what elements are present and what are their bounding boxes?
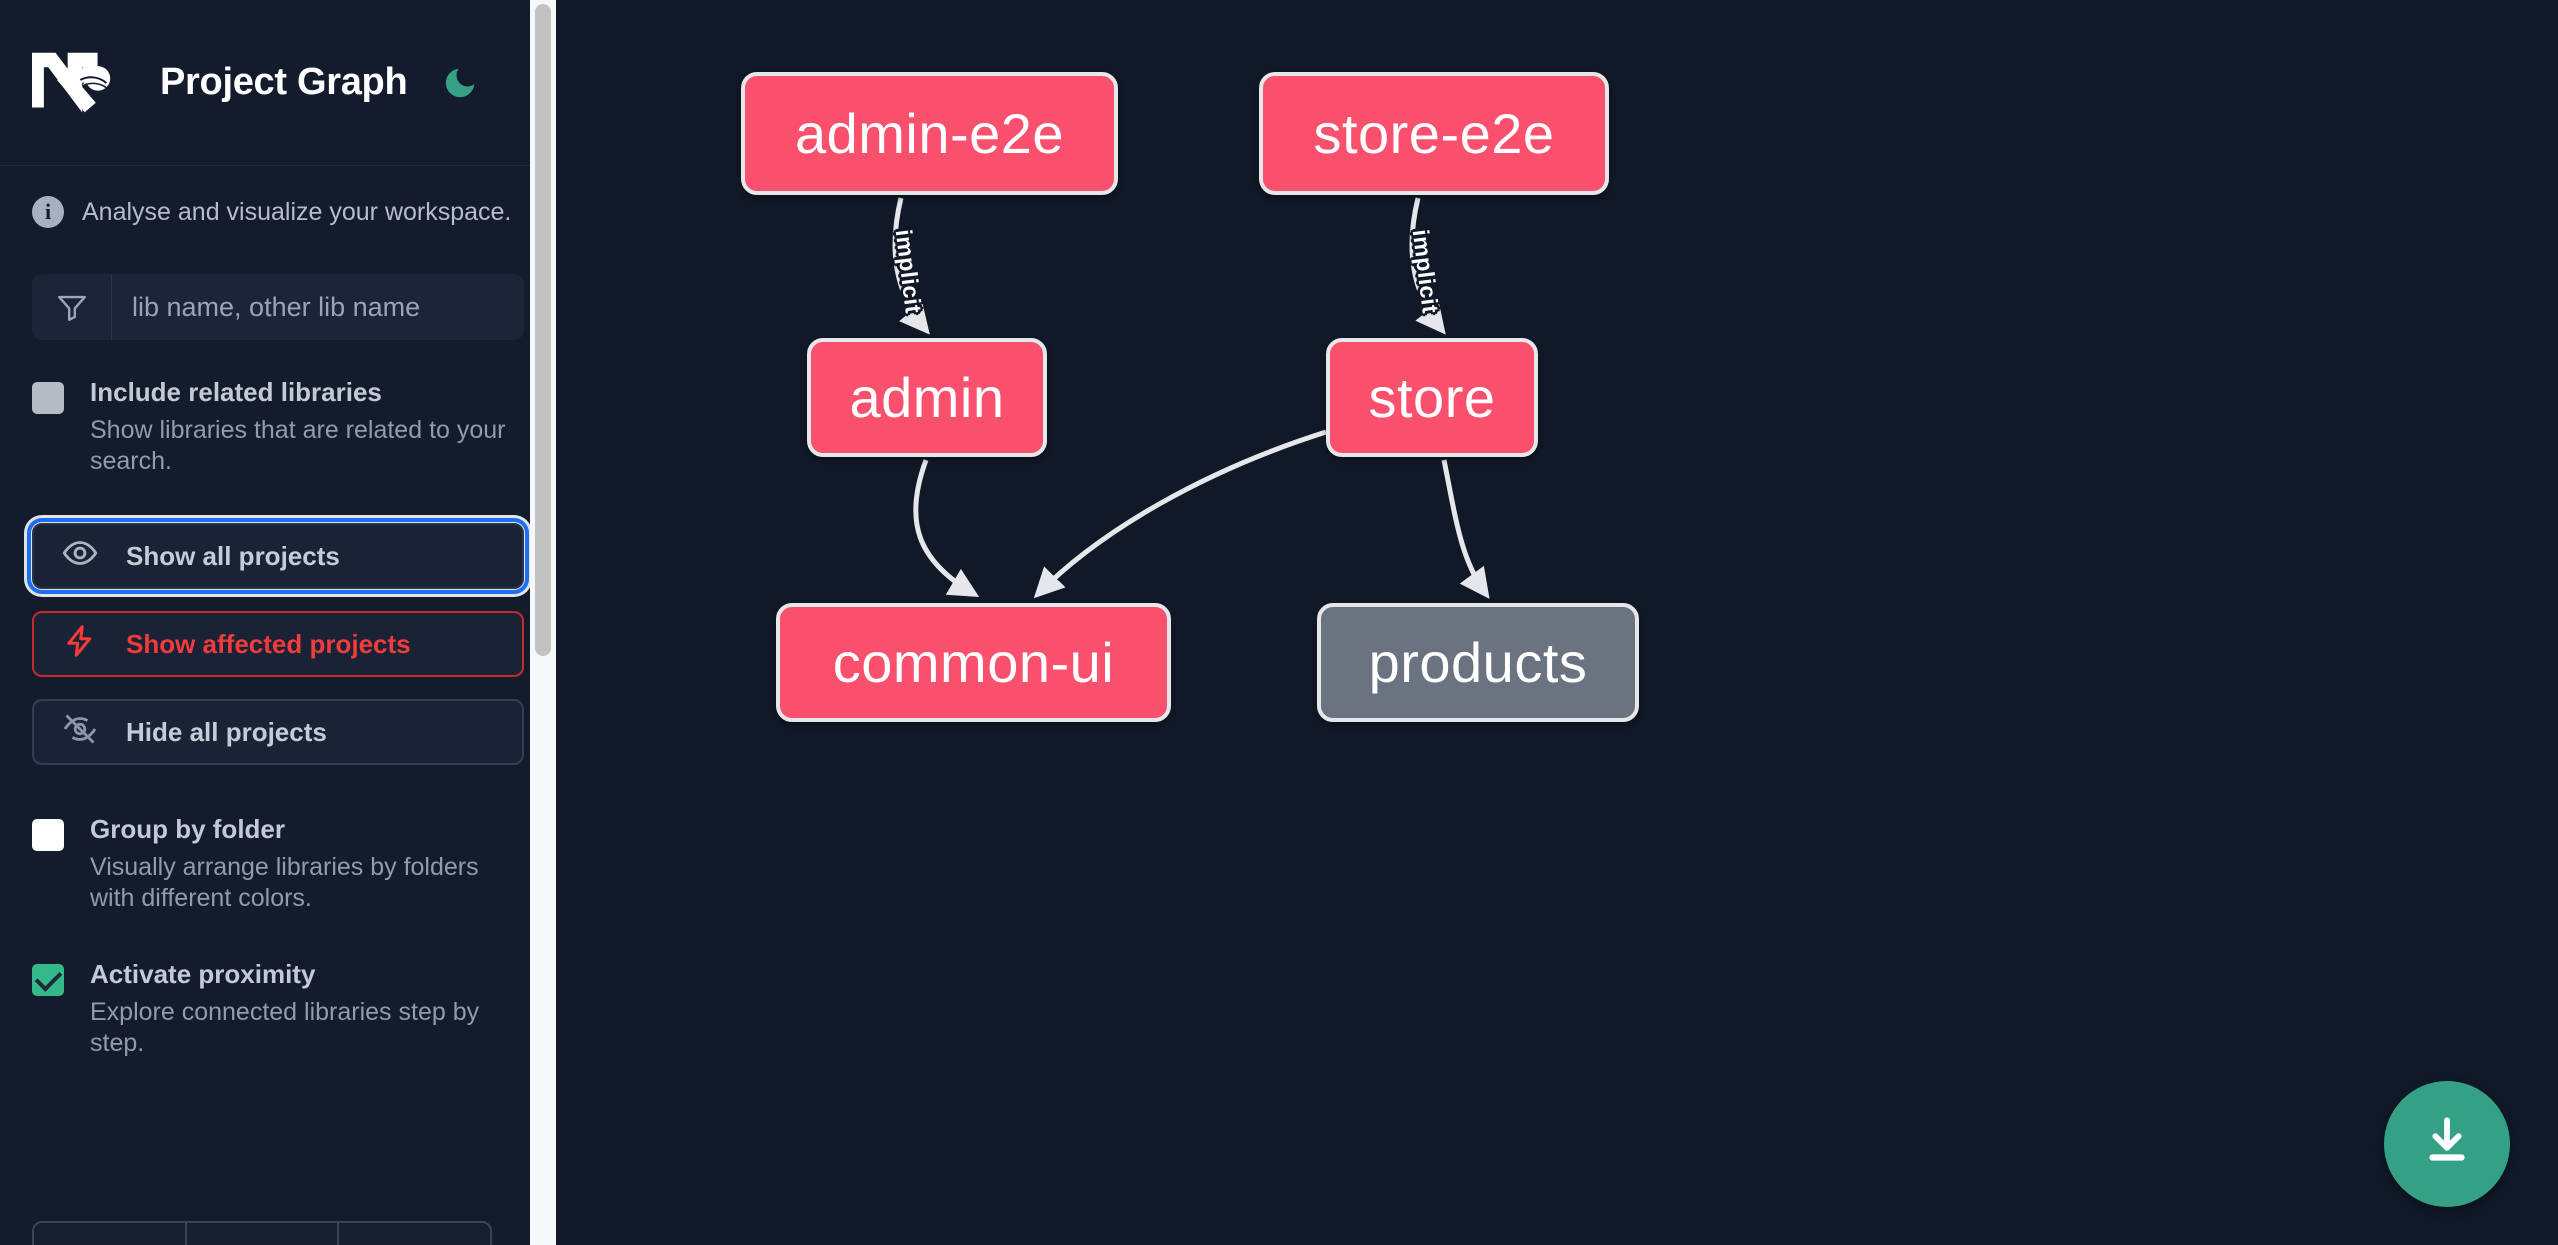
- graph-node-admin-e2e-label: admin-e2e: [794, 102, 1065, 165]
- download-icon: [2418, 1113, 2476, 1176]
- graph-node-products[interactable]: products: [1317, 603, 1639, 722]
- sidebar: Project Graph i Analyse and visualize yo…: [0, 0, 556, 1245]
- display-options-group: Group by folder Visually arrange librari…: [32, 815, 524, 1059]
- hide-all-projects-button[interactable]: Hide all projects: [32, 699, 524, 766]
- edge-admin-e2e-to-admin: [892, 197, 930, 335]
- group-by-folder-description: Visually arrange libraries by folders wi…: [90, 852, 479, 912]
- segment-option-1[interactable]: [34, 1223, 187, 1245]
- sidebar-scrollbar-thumb[interactable]: [535, 4, 551, 656]
- edge-store-e2e-to-store: [1409, 197, 1446, 335]
- include-related-libraries-checkbox[interactable]: [32, 382, 64, 414]
- graph-node-common-ui[interactable]: common-ui: [776, 603, 1171, 722]
- workspace-info-text: Analyse and visualize your workspace.: [82, 197, 512, 226]
- moon-icon[interactable]: [439, 62, 481, 104]
- group-by-folder-label: Group by folder: [90, 814, 285, 845]
- info-icon: i: [32, 196, 64, 228]
- filter-icon: [32, 274, 112, 340]
- graph-node-store-e2e-label: store-e2e: [1313, 102, 1555, 165]
- sidebar-body: Include related libraries Show libraries…: [0, 274, 556, 1059]
- show-all-projects-label: Show all projects: [126, 540, 340, 571]
- graph-canvas[interactable]: admin-e2e store-e2e admin store common-u…: [556, 0, 2558, 1245]
- hide-all-projects-label: Hide all projects: [126, 716, 327, 747]
- graph-edges: [892, 197, 1490, 599]
- nx-logo-icon: [29, 51, 124, 115]
- lightning-icon: [62, 623, 98, 666]
- eye-off-icon: [62, 711, 98, 754]
- include-related-libraries-label: Include related libraries: [90, 377, 382, 407]
- option-group-by-folder[interactable]: Group by folder Visually arrange librari…: [32, 815, 524, 914]
- show-affected-projects-button[interactable]: Show affected projects: [32, 611, 524, 678]
- graph-node-products-label: products: [1368, 631, 1588, 694]
- show-all-projects-button[interactable]: Show all projects: [27, 518, 529, 595]
- activate-proximity-label: Activate proximity: [90, 959, 316, 990]
- search-input[interactable]: [112, 291, 524, 323]
- download-image-button[interactable]: [2384, 1081, 2510, 1207]
- projects-button-group: Show all projects Show affected projects: [27, 518, 529, 766]
- graph-node-admin-label: admin: [849, 366, 1005, 429]
- graph-node-admin[interactable]: admin: [807, 338, 1047, 457]
- activate-proximity-description: Explore connected libraries step by step…: [90, 997, 480, 1058]
- graph-node-admin-e2e[interactable]: admin-e2e: [741, 72, 1118, 195]
- workspace-info: i Analyse and visualize your workspace.: [0, 166, 556, 228]
- sidebar-scrollbar[interactable]: [530, 0, 556, 1245]
- graph-node-store-label: store: [1368, 366, 1496, 429]
- include-related-libraries-description: Show libraries that are related to your …: [90, 415, 506, 475]
- sidebar-header: Project Graph: [0, 0, 556, 166]
- edge-admin-to-common-ui: [913, 459, 980, 598]
- eye-icon: [62, 535, 98, 578]
- group-by-folder-checkbox[interactable]: [32, 819, 64, 852]
- segment-option-2[interactable]: [187, 1223, 340, 1245]
- page-title: Project Graph: [160, 61, 408, 103]
- option-include-related-libraries[interactable]: Include related libraries Show libraries…: [32, 378, 524, 477]
- edge-store-to-common-ui: [1033, 429, 1327, 599]
- show-affected-projects-label: Show affected projects: [126, 628, 411, 659]
- graph-node-store[interactable]: store: [1326, 338, 1538, 457]
- segment-option-3[interactable]: [339, 1223, 490, 1245]
- graph-node-common-ui-label: common-ui: [832, 631, 1115, 694]
- option-activate-proximity[interactable]: Activate proximity Explore connected lib…: [32, 960, 524, 1059]
- bottom-segmented-control[interactable]: [32, 1221, 492, 1245]
- edge-store-to-products: [1441, 459, 1490, 599]
- activate-proximity-checkbox[interactable]: [32, 964, 64, 997]
- graph-node-store-e2e[interactable]: store-e2e: [1259, 72, 1609, 195]
- search-box[interactable]: [32, 274, 524, 340]
